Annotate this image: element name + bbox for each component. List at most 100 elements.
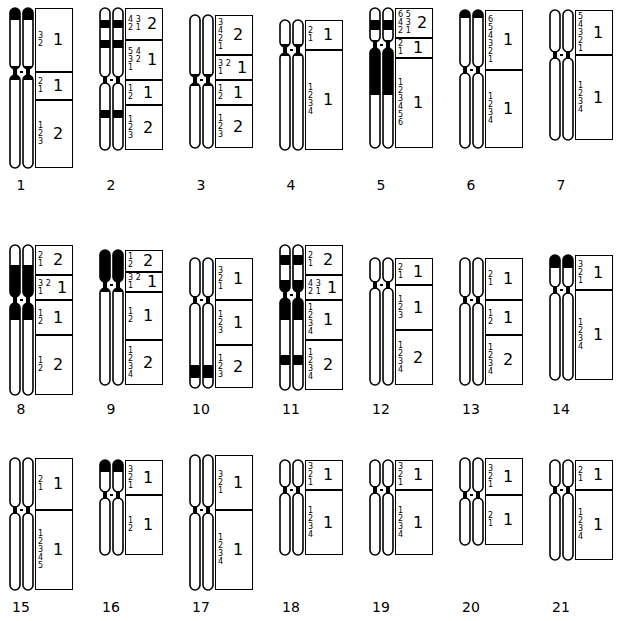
centromere-link xyxy=(380,489,383,491)
dark-band xyxy=(280,255,290,265)
chromatid-arm xyxy=(293,53,303,150)
centromere xyxy=(566,286,570,294)
band-box: 3 2 11 xyxy=(215,55,253,80)
band-number: 1 2 3 xyxy=(218,311,224,335)
chromatid-outline xyxy=(10,303,20,395)
chromatid-arm xyxy=(113,83,123,150)
band-box: 1 2 3 42 xyxy=(485,335,523,385)
centromere xyxy=(103,281,107,289)
chromosome-number: 9 xyxy=(107,402,116,416)
chromatid-outline xyxy=(280,460,290,487)
chromatid-arm xyxy=(460,498,470,545)
chromatid-outline xyxy=(203,258,213,297)
chromatid-outline xyxy=(190,513,200,590)
region-number: 1 xyxy=(134,517,162,533)
band-box: 3 2 11 xyxy=(215,258,253,300)
centromere-link xyxy=(560,489,563,491)
dark-band xyxy=(113,20,123,28)
dark-band xyxy=(113,110,123,118)
chromatid-outline xyxy=(550,493,560,560)
dark-band xyxy=(203,365,213,378)
chromatid-outline xyxy=(563,255,573,287)
chromatid-outline xyxy=(113,83,123,150)
chromatid-arm xyxy=(370,493,380,555)
centromere xyxy=(476,296,480,304)
band-box: 3 2 11 xyxy=(125,272,163,292)
chromosome-number: 20 xyxy=(462,600,480,614)
chromatid-outline xyxy=(550,10,560,52)
band-number: 3 2 1 xyxy=(398,463,404,487)
centromere xyxy=(103,491,107,499)
chromosome-number: 11 xyxy=(282,402,300,416)
band-box: 1 2 3 42 xyxy=(125,340,163,385)
chromatid-arm xyxy=(203,303,213,388)
region-number: 1 xyxy=(224,315,252,331)
chromosome xyxy=(550,255,573,380)
region-number: 1 xyxy=(314,92,342,108)
band-number: 3 2 1 xyxy=(308,463,314,487)
band-box: 2 12 xyxy=(305,245,343,275)
chromatid-arm xyxy=(473,458,483,492)
chromatid-arm xyxy=(190,258,200,297)
chromatid-outline xyxy=(460,498,470,545)
centromere-link xyxy=(470,494,473,496)
chromatid-arm xyxy=(113,498,123,555)
centromere xyxy=(463,296,467,304)
chromatid-outline xyxy=(383,258,393,282)
band-number: 2 1 xyxy=(398,40,404,56)
band-box: 3 2 11 xyxy=(35,275,73,300)
chromatid-outline xyxy=(293,53,303,150)
centromere xyxy=(296,46,300,54)
chromatid-arm xyxy=(100,498,110,555)
chromatid-outline xyxy=(473,258,483,297)
chromatid-outline xyxy=(280,298,290,390)
chromosome xyxy=(370,460,393,555)
band-number: 3 2 1 xyxy=(218,471,224,495)
chromosome xyxy=(280,460,303,555)
band-number: 1 2 3 xyxy=(38,122,44,146)
region-number: 1 xyxy=(404,467,432,483)
chromatid-outline xyxy=(23,513,33,590)
chromatid-outline xyxy=(563,460,573,487)
chromatid-outline xyxy=(370,493,380,555)
band-box: 5 4 3 2 11 xyxy=(125,40,163,80)
band-box: 1 2 3 42 xyxy=(305,340,343,390)
region-number: 2 xyxy=(224,27,252,43)
centromere-link xyxy=(20,71,23,73)
chromatid-outline xyxy=(293,245,303,292)
chromatid-arm xyxy=(563,58,573,140)
band-box: 1 2 3 41 xyxy=(395,490,433,555)
chromatid-outline xyxy=(383,8,393,42)
band-box: 1 2 3 41 xyxy=(215,510,253,590)
chromosome xyxy=(460,10,483,148)
centromere xyxy=(193,76,197,84)
centromere xyxy=(476,491,480,499)
chromosome-number: 2 xyxy=(107,178,116,192)
chromatid-arm xyxy=(370,8,380,42)
chromosome xyxy=(100,250,123,385)
chromatid-arm xyxy=(460,458,470,492)
centromere xyxy=(193,296,197,304)
chromatid-outline xyxy=(100,498,110,555)
band-number: 1 2 3 4 xyxy=(218,534,224,566)
band-number: 4 3 2 1 xyxy=(128,16,142,32)
centromere xyxy=(206,506,210,514)
chromatid-arm xyxy=(23,513,33,590)
centromere xyxy=(566,486,570,494)
region-number: 1 xyxy=(494,469,522,485)
chromosome xyxy=(10,458,33,590)
region-number: 1 xyxy=(224,542,252,558)
centromere xyxy=(26,68,30,76)
chromatid-outline xyxy=(473,303,483,385)
dark-band xyxy=(383,20,393,30)
chromatid-arm xyxy=(23,458,33,507)
band-number: 2 1 xyxy=(308,27,314,43)
chromatid-outline xyxy=(113,498,123,555)
centromere-link xyxy=(560,54,563,56)
chromosome-number: 13 xyxy=(462,402,480,416)
chromatid-outline xyxy=(10,458,20,507)
chromatid-arm xyxy=(280,493,290,555)
chromatid-arm xyxy=(550,493,560,560)
band-box: 1 2 31 xyxy=(395,285,433,330)
chromosome xyxy=(10,8,33,168)
